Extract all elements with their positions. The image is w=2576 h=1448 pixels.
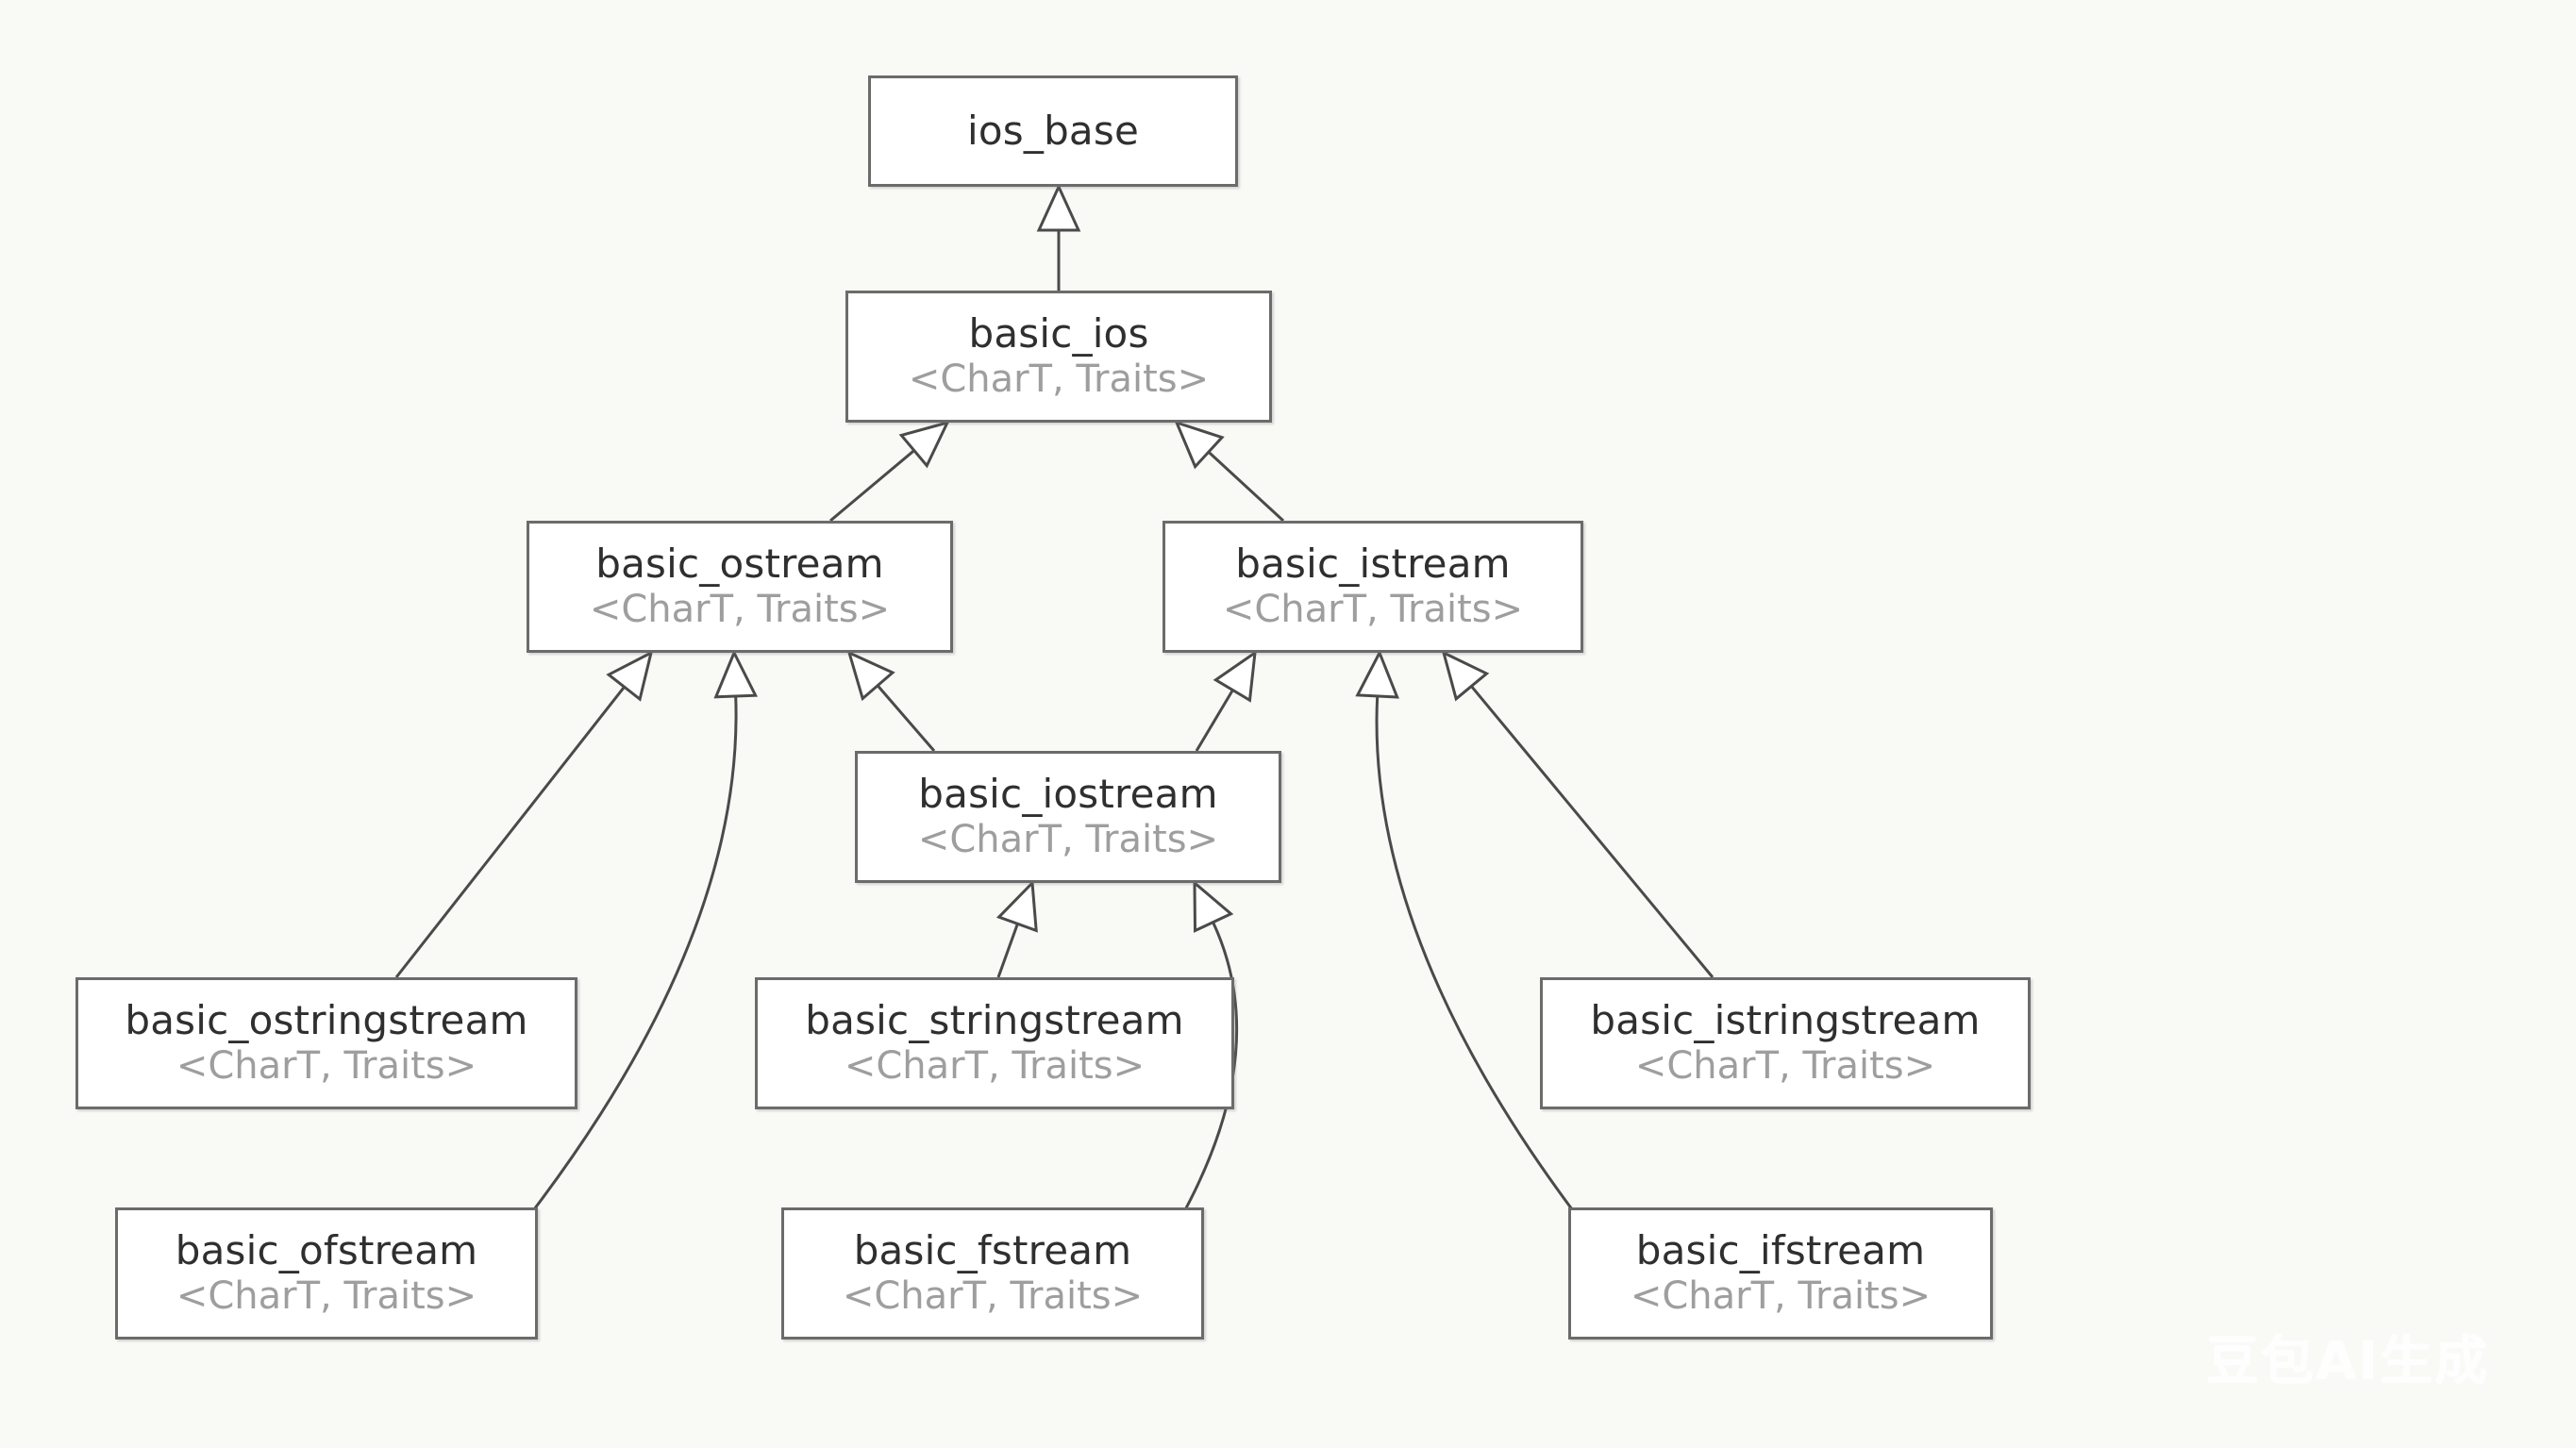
- class-node-basic_ios[interactable]: basic_ios<CharT, Traits>: [845, 291, 1272, 423]
- template-params-label: <CharT, Traits>: [917, 818, 1219, 862]
- template-params-label: <CharT, Traits>: [1222, 588, 1524, 632]
- inheritance-edge-basic_ifstream-to-basic_istream: [1355, 649, 1580, 1218]
- class-name-label: ios_base: [967, 108, 1139, 155]
- inheritance-edge-basic_ios-to-ios_base: [1036, 183, 1081, 291]
- template-params-label: <CharT, Traits>: [176, 1044, 477, 1089]
- class-node-basic_iostream[interactable]: basic_iostream<CharT, Traits>: [855, 751, 1281, 883]
- class-name-label: basic_stringstream: [805, 996, 1184, 1043]
- inheritance-edge-basic_istream-to-basic_ios: [1174, 420, 1285, 523]
- class-node-ios_base[interactable]: ios_base: [868, 75, 1238, 187]
- watermark-label: 豆包AI生成: [2206, 1331, 2490, 1392]
- template-params-label: <CharT, Traits>: [176, 1274, 477, 1319]
- inheritance-edge-basic_ofstream-to-basic_ostream: [527, 649, 759, 1218]
- class-name-label: basic_ios: [968, 309, 1149, 357]
- template-params-label: <CharT, Traits>: [842, 1274, 1144, 1319]
- template-params-label: <CharT, Traits>: [589, 588, 891, 632]
- class-node-basic_istringstream[interactable]: basic_istringstream<CharT, Traits>: [1540, 977, 2031, 1109]
- template-params-label: <CharT, Traits>: [1634, 1044, 1936, 1089]
- template-params-label: <CharT, Traits>: [1630, 1274, 1932, 1319]
- class-node-basic_ifstream[interactable]: basic_ifstream<CharT, Traits>: [1568, 1207, 1993, 1340]
- inheritance-edge-basic_ostringstream-to-basic_ostream: [394, 650, 654, 978]
- class-node-basic_fstream[interactable]: basic_fstream<CharT, Traits>: [781, 1207, 1204, 1340]
- class-name-label: basic_ofstream: [175, 1226, 478, 1273]
- class-node-basic_stringstream[interactable]: basic_stringstream<CharT, Traits>: [755, 977, 1234, 1109]
- inheritance-edge-basic_istringstream-to-basic_istream: [1441, 650, 1715, 978]
- class-node-basic_ostream[interactable]: basic_ostream<CharT, Traits>: [527, 521, 953, 653]
- template-params-label: <CharT, Traits>: [844, 1044, 1146, 1089]
- inheritance-edge-basic_stringstream-to-basic_iostream: [995, 879, 1038, 978]
- class-node-basic_istream[interactable]: basic_istream<CharT, Traits>: [1163, 521, 1583, 653]
- class-name-label: basic_istream: [1235, 540, 1511, 587]
- class-node-basic_ostringstream[interactable]: basic_ostringstream<CharT, Traits>: [75, 977, 577, 1109]
- class-name-label: basic_ostream: [595, 540, 884, 587]
- class-name-label: basic_istringstream: [1590, 996, 1981, 1043]
- class-name-label: basic_ifstream: [1635, 1226, 1926, 1273]
- inheritance-edge-basic_iostream-to-basic_ostream: [846, 650, 936, 752]
- class-node-basic_ofstream[interactable]: basic_ofstream<CharT, Traits>: [115, 1207, 538, 1340]
- class-name-label: basic_iostream: [918, 770, 1218, 817]
- class-name-label: basic_ostringstream: [125, 996, 528, 1043]
- inheritance-edge-basic_ostream-to-basic_ios: [829, 420, 950, 523]
- inheritance-edge-basic_iostream-to-basic_istream: [1195, 649, 1257, 752]
- class-name-label: basic_fstream: [853, 1226, 1132, 1273]
- template-params-label: <CharT, Traits>: [908, 358, 1210, 402]
